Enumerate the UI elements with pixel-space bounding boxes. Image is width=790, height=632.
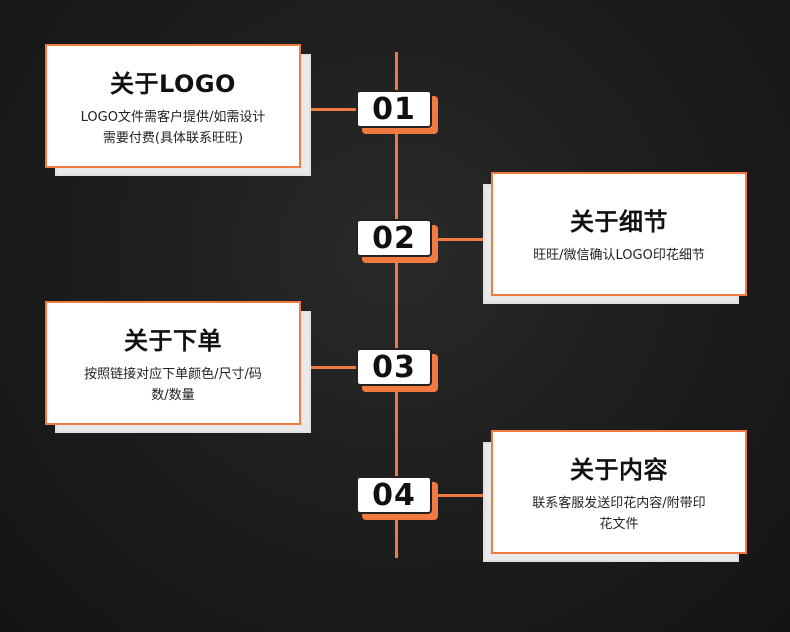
card-description-line-1: 旺旺/微信确认LOGO印花细节 [533, 248, 705, 263]
card-body: 关于LOGO LOGO文件需客户提供/如需设计 需要付费(具体联系旺旺) [45, 44, 301, 168]
card-title: 关于细节 [570, 208, 668, 236]
card-description-line-2: 花文件 [599, 516, 639, 532]
step-badge-01: 01 [356, 90, 438, 134]
step-badge-03: 03 [356, 348, 438, 392]
card-description-line-2: 需要付费(具体联系旺旺) [102, 130, 244, 146]
step-number: 01 [356, 90, 432, 128]
step-card-04: 关于内容 联系客服发送印花内容/附带印 花文件 [483, 430, 749, 562]
card-title: 关于下单 [124, 326, 222, 355]
connector-01 [300, 108, 395, 111]
card-description-line-1: LOGO文件需客户提供/如需设计 [80, 109, 266, 125]
step-number: 02 [356, 219, 432, 257]
step-card-03: 关于下单 按照链接对应下单颜色/尺寸/码 数/数量 [45, 301, 311, 433]
step-card-02: 关于细节 旺旺/微信确认LOGO印花细节 [483, 172, 749, 304]
card-body: 关于内容 联系客服发送印花内容/附带印 花文件 [491, 430, 747, 554]
step-badge-02: 02 [356, 219, 438, 263]
step-badge-04: 04 [356, 476, 438, 520]
step-number: 04 [356, 476, 432, 514]
card-body: 关于细节 旺旺/微信确认LOGO印花细节 [491, 172, 747, 296]
connector-03 [300, 366, 395, 369]
connector-02 [396, 238, 492, 241]
card-description-line-1: 按照链接对应下单颜色/尺寸/码 [84, 366, 262, 382]
card-description-line-2: 数/数量 [151, 387, 195, 403]
card-title: 关于LOGO [110, 69, 236, 98]
timeline-vertical-line [395, 52, 398, 558]
card-body: 关于下单 按照链接对应下单颜色/尺寸/码 数/数量 [45, 301, 301, 425]
connector-04 [396, 494, 492, 497]
card-description-line-1: 联系客服发送印花内容/附带印 [532, 495, 706, 511]
card-title: 关于内容 [570, 455, 668, 484]
step-number: 03 [356, 348, 432, 386]
step-card-01: 关于LOGO LOGO文件需客户提供/如需设计 需要付费(具体联系旺旺) [45, 44, 311, 176]
